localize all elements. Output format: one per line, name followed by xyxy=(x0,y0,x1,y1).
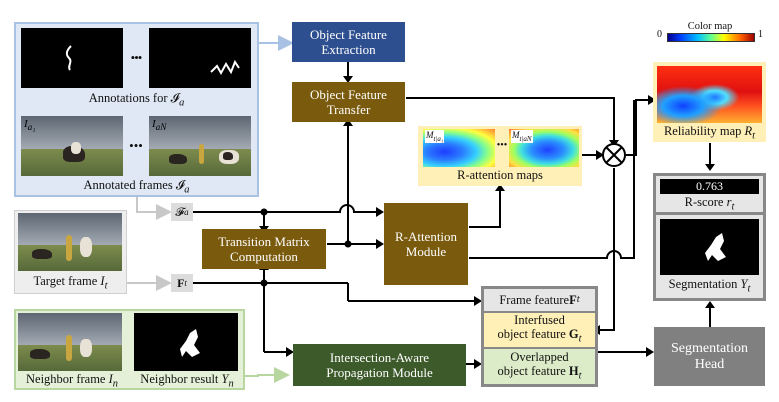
arrow-propagation-to-features xyxy=(466,359,482,369)
neighbor-frame-label: Neighbor frame In xyxy=(26,372,118,390)
r-attention-maps-label: R-attention maps xyxy=(457,168,543,182)
rscore-label: R-score rt xyxy=(684,195,735,213)
interfused-feature-box: Interfused object feature Gt xyxy=(484,313,595,347)
annotated-frame-last: IaN xyxy=(149,116,251,176)
r-attention-map-last: Mt|aN xyxy=(509,129,579,167)
arrow-rattention-to-maps xyxy=(469,184,505,228)
mask-shape-icon xyxy=(210,59,240,76)
segmentation-label: Segmentation Yt xyxy=(668,277,751,295)
r-attention-ellipsis: ••• xyxy=(496,140,508,151)
multiply-icon xyxy=(602,143,626,167)
color-map-bar xyxy=(667,33,755,42)
arrow-transition-to-rattention xyxy=(327,119,384,249)
arrow-ft-lines xyxy=(193,263,482,357)
neighbor-result-image xyxy=(134,313,238,371)
color-map-title: Color map xyxy=(687,21,733,32)
annotation-ellipsis: ••• xyxy=(130,50,143,65)
target-frame-image xyxy=(18,213,122,271)
reliability-map-label: Reliability map Rt xyxy=(663,124,756,142)
annotation-mask-first xyxy=(21,28,123,88)
object-feature-transfer-box: Object Feature Transfer xyxy=(292,82,405,122)
r-attention-map-first: Mt|a₁ xyxy=(423,129,495,167)
color-map-min: 0 xyxy=(657,29,662,40)
mask-shape-icon xyxy=(705,233,726,261)
object-feature-extraction-box: Object Feature Extraction xyxy=(292,22,405,62)
annotated-frame-first: Ia₁ xyxy=(21,116,123,176)
segmentation-image xyxy=(660,219,759,275)
reliability-map-image xyxy=(657,66,762,123)
target-frame-label: Target frame It xyxy=(33,274,108,292)
arrow-seghead-to-output xyxy=(705,301,715,327)
frames-ellipsis: ••• xyxy=(129,138,143,153)
arrow-reliability-to-rscore xyxy=(705,143,715,171)
overlapped-feature-box: Overlapped object feature Ht xyxy=(484,349,595,384)
annotations-label: Annotations for 𝓘a xyxy=(88,91,185,109)
rscore-value: 0.763 xyxy=(660,179,759,194)
annotation-mask-last xyxy=(149,28,251,88)
arrow-maps-to-multiply xyxy=(580,150,604,160)
arrow-frames-to-fa xyxy=(136,197,172,220)
arrow-multiply-to-reliability xyxy=(626,95,656,156)
annotated-frames-label: Annotated frames 𝓘a xyxy=(83,178,190,196)
transition-matrix-box: Transition Matrix Computation xyxy=(202,229,326,269)
neighbor-result-label: Neighbor result Yn xyxy=(140,372,234,390)
arrow-rattention-out xyxy=(469,100,635,259)
r-attention-module-box: R-Attention Module xyxy=(384,203,468,285)
mask-shape-icon xyxy=(180,329,200,357)
color-map-max: 1 xyxy=(758,29,763,40)
arrow-neighbor-to-propagation xyxy=(245,367,290,383)
arrow-extraction-to-transfer xyxy=(343,62,353,83)
neighbor-frame-image xyxy=(18,313,122,371)
segmentation-head-box: Segmentation Head xyxy=(654,327,765,386)
mask-shape-icon xyxy=(65,45,72,71)
intersection-aware-propagation-box: Intersection-Aware Propagation Module xyxy=(293,344,466,386)
arrow-features-to-seghead xyxy=(598,347,654,357)
